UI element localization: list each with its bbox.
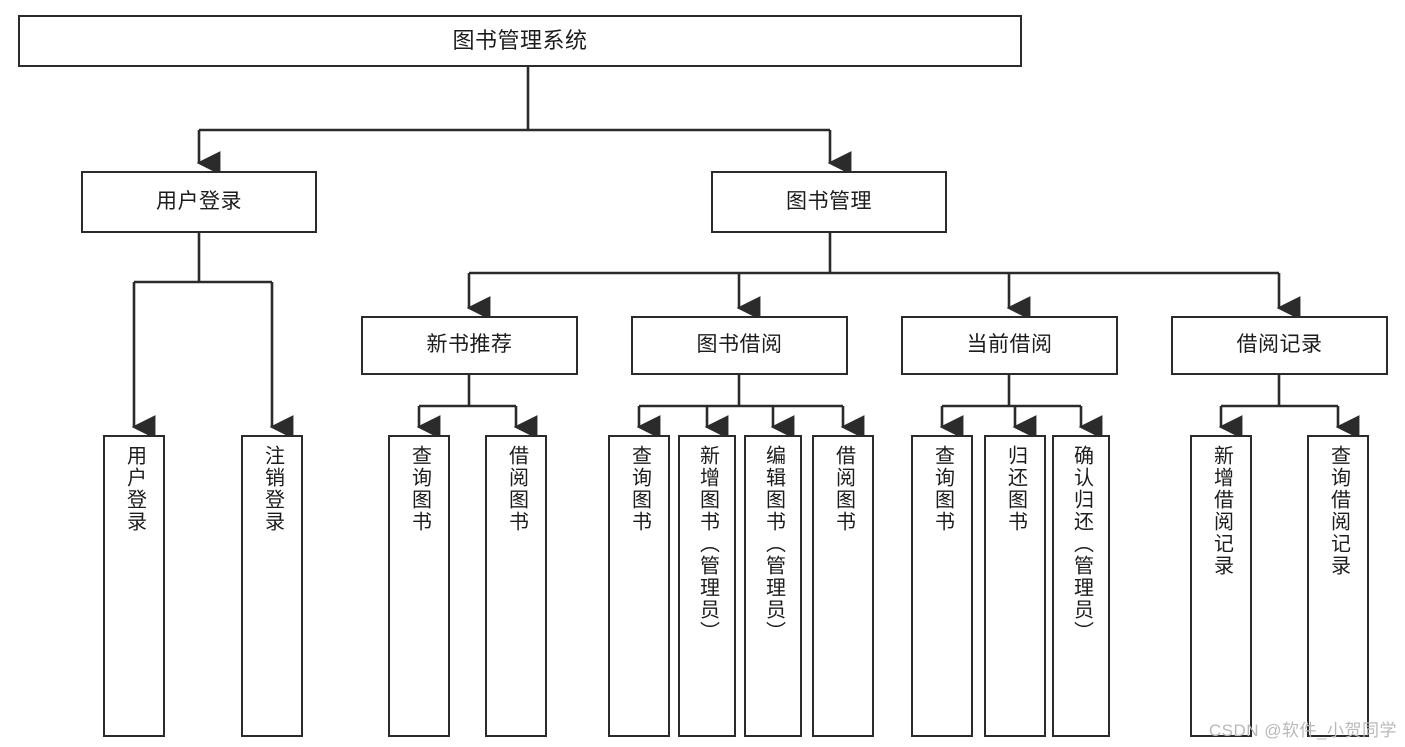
node-book-management[interactable]: 图书管理 bbox=[711, 171, 947, 233]
node-label: 查询图书 bbox=[628, 445, 651, 533]
leaf-user-login[interactable]: 用户登录 bbox=[103, 435, 165, 737]
csdn-watermark: CSDN @软件_小贺同学 bbox=[1208, 721, 1397, 740]
leaf-query-borrow-record[interactable]: 查询借阅记录 bbox=[1307, 435, 1369, 737]
leaf-query-book-recommend[interactable]: 查询图书 bbox=[388, 435, 450, 737]
node-label: 当前借阅 bbox=[966, 333, 1053, 357]
node-label: 借阅图书 bbox=[832, 445, 855, 533]
node-root-system[interactable]: 图书管理系统 bbox=[18, 15, 1022, 67]
node-label: 查询图书 bbox=[408, 445, 431, 533]
leaf-edit-book-admin[interactable]: 编辑图书（管理员） bbox=[744, 435, 802, 737]
node-label: 图书管理系统 bbox=[452, 28, 588, 54]
node-book-borrow[interactable]: 图书借阅 bbox=[631, 316, 848, 375]
leaf-borrow-book[interactable]: 借阅图书 bbox=[812, 435, 874, 737]
leaf-return-book[interactable]: 归还图书 bbox=[984, 435, 1046, 737]
node-label: 用户登录 bbox=[123, 445, 146, 533]
node-label: 借阅记录 bbox=[1236, 333, 1323, 357]
leaf-query-book-current[interactable]: 查询图书 bbox=[911, 435, 973, 737]
node-label: 图书管理 bbox=[786, 189, 872, 213]
leaf-logout[interactable]: 注销登录 bbox=[241, 435, 303, 737]
node-label: 图书借阅 bbox=[696, 333, 783, 357]
node-label: 新书推荐 bbox=[426, 333, 513, 357]
node-label: 查询借阅记录 bbox=[1327, 445, 1350, 577]
node-label: 查询图书 bbox=[931, 445, 954, 533]
node-label: 借阅图书 bbox=[505, 445, 528, 533]
node-label: 新增借阅记录 bbox=[1210, 445, 1233, 577]
node-new-book-recommend[interactable]: 新书推荐 bbox=[361, 316, 578, 375]
leaf-borrow-book-recommend[interactable]: 借阅图书 bbox=[485, 435, 547, 737]
leaf-add-borrow-record[interactable]: 新增借阅记录 bbox=[1190, 435, 1252, 737]
node-borrow-record[interactable]: 借阅记录 bbox=[1171, 316, 1388, 375]
leaf-query-book-borrow[interactable]: 查询图书 bbox=[608, 435, 670, 737]
node-label: 归还图书 bbox=[1004, 445, 1027, 533]
node-label: 编辑图书（管理员） bbox=[762, 445, 785, 643]
node-user-login[interactable]: 用户登录 bbox=[81, 171, 317, 233]
node-label: 注销登录 bbox=[261, 445, 284, 533]
node-current-borrow[interactable]: 当前借阅 bbox=[901, 316, 1118, 375]
node-label: 新增图书（管理员） bbox=[696, 445, 719, 643]
leaf-confirm-return-admin[interactable]: 确认归还（管理员） bbox=[1052, 435, 1110, 737]
leaf-add-book-admin[interactable]: 新增图书（管理员） bbox=[678, 435, 736, 737]
node-label: 确认归还（管理员） bbox=[1070, 445, 1093, 643]
node-label: 用户登录 bbox=[156, 189, 242, 213]
